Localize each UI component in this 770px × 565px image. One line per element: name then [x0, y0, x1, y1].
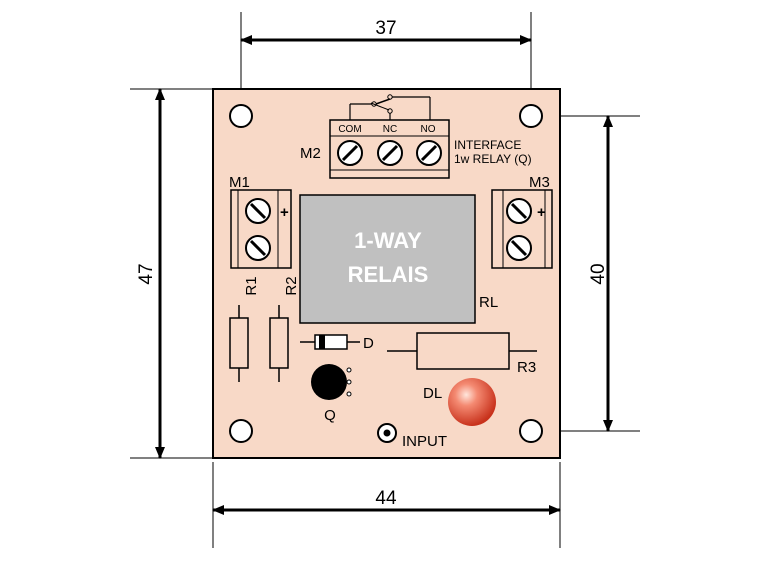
interface-caption-line1: INTERFACE — [454, 138, 521, 152]
screw-m1-bottom — [245, 235, 271, 261]
dimension-top-label: 37 — [375, 18, 396, 39]
transistor-label: Q — [324, 407, 336, 424]
resistor-r3-label: R3 — [517, 359, 536, 376]
terminal-pin-com: COM — [338, 124, 361, 135]
dimension-left: 47 — [136, 88, 165, 459]
dimension-top: 37 — [240, 18, 532, 45]
resistor-r2-label: R2 — [283, 276, 300, 295]
led-label: DL — [423, 385, 442, 402]
screw-no — [416, 140, 442, 166]
terminal-block-m3: M3 + — [491, 174, 553, 269]
screw-nc — [377, 140, 403, 166]
led-dl: DL — [423, 378, 496, 426]
terminal-m3-polarity: + — [537, 204, 546, 221]
screw-m3-bottom — [506, 235, 532, 261]
terminal-m1-polarity: + — [280, 204, 289, 221]
terminal-block-m1: M1 + — [229, 174, 292, 269]
terminal-pin-no: NO — [421, 124, 436, 135]
dimension-bottom: 44 — [212, 488, 561, 515]
screw-m3-top — [506, 198, 532, 224]
terminal-m2-label: M2 — [300, 145, 321, 162]
diode-d: D — [300, 334, 374, 352]
input-label: INPUT — [402, 433, 447, 450]
transistor-q: Q — [311, 364, 352, 424]
relay: 1-WAY RELAIS RL — [299, 194, 498, 324]
relay-contact-symbol — [349, 94, 431, 120]
dimension-left-label: 47 — [136, 263, 157, 284]
mounting-hole-bottom-right — [519, 419, 543, 443]
dimension-right: 40 — [588, 115, 613, 432]
mounting-hole-bottom-left — [229, 419, 253, 443]
relay-text-line2: RELAIS — [348, 262, 429, 287]
resistor-r1: R1 — [229, 276, 260, 382]
screw-com — [337, 140, 363, 166]
resistor-r2: R2 — [269, 276, 300, 382]
mounting-hole-top-left — [229, 104, 253, 128]
terminal-pin-nc: NC — [383, 124, 397, 135]
mounting-hole-top-right — [519, 104, 543, 128]
terminal-block-m2: COM NC NO M2 INTERFACE 1w RELAY (Q) — [300, 94, 532, 179]
resistor-r3: R3 — [387, 332, 537, 376]
terminal-m3-label: M3 — [529, 174, 550, 191]
resistor-r1-label: R1 — [243, 276, 260, 295]
diode-label: D — [363, 335, 374, 352]
input-connector: INPUT — [377, 423, 447, 450]
dimension-right-label: 40 — [588, 263, 609, 284]
dimension-bottom-label: 44 — [375, 488, 397, 509]
relay-label: RL — [479, 294, 498, 311]
terminal-m1-label: M1 — [229, 174, 250, 191]
interface-caption-line2: 1w RELAY (Q) — [454, 152, 532, 166]
mounting-holes — [229, 104, 543, 443]
relay-body — [299, 194, 476, 324]
led-indicator — [448, 378, 496, 426]
screw-m1-top — [245, 198, 271, 224]
relay-text-line1: 1-WAY — [354, 228, 422, 253]
